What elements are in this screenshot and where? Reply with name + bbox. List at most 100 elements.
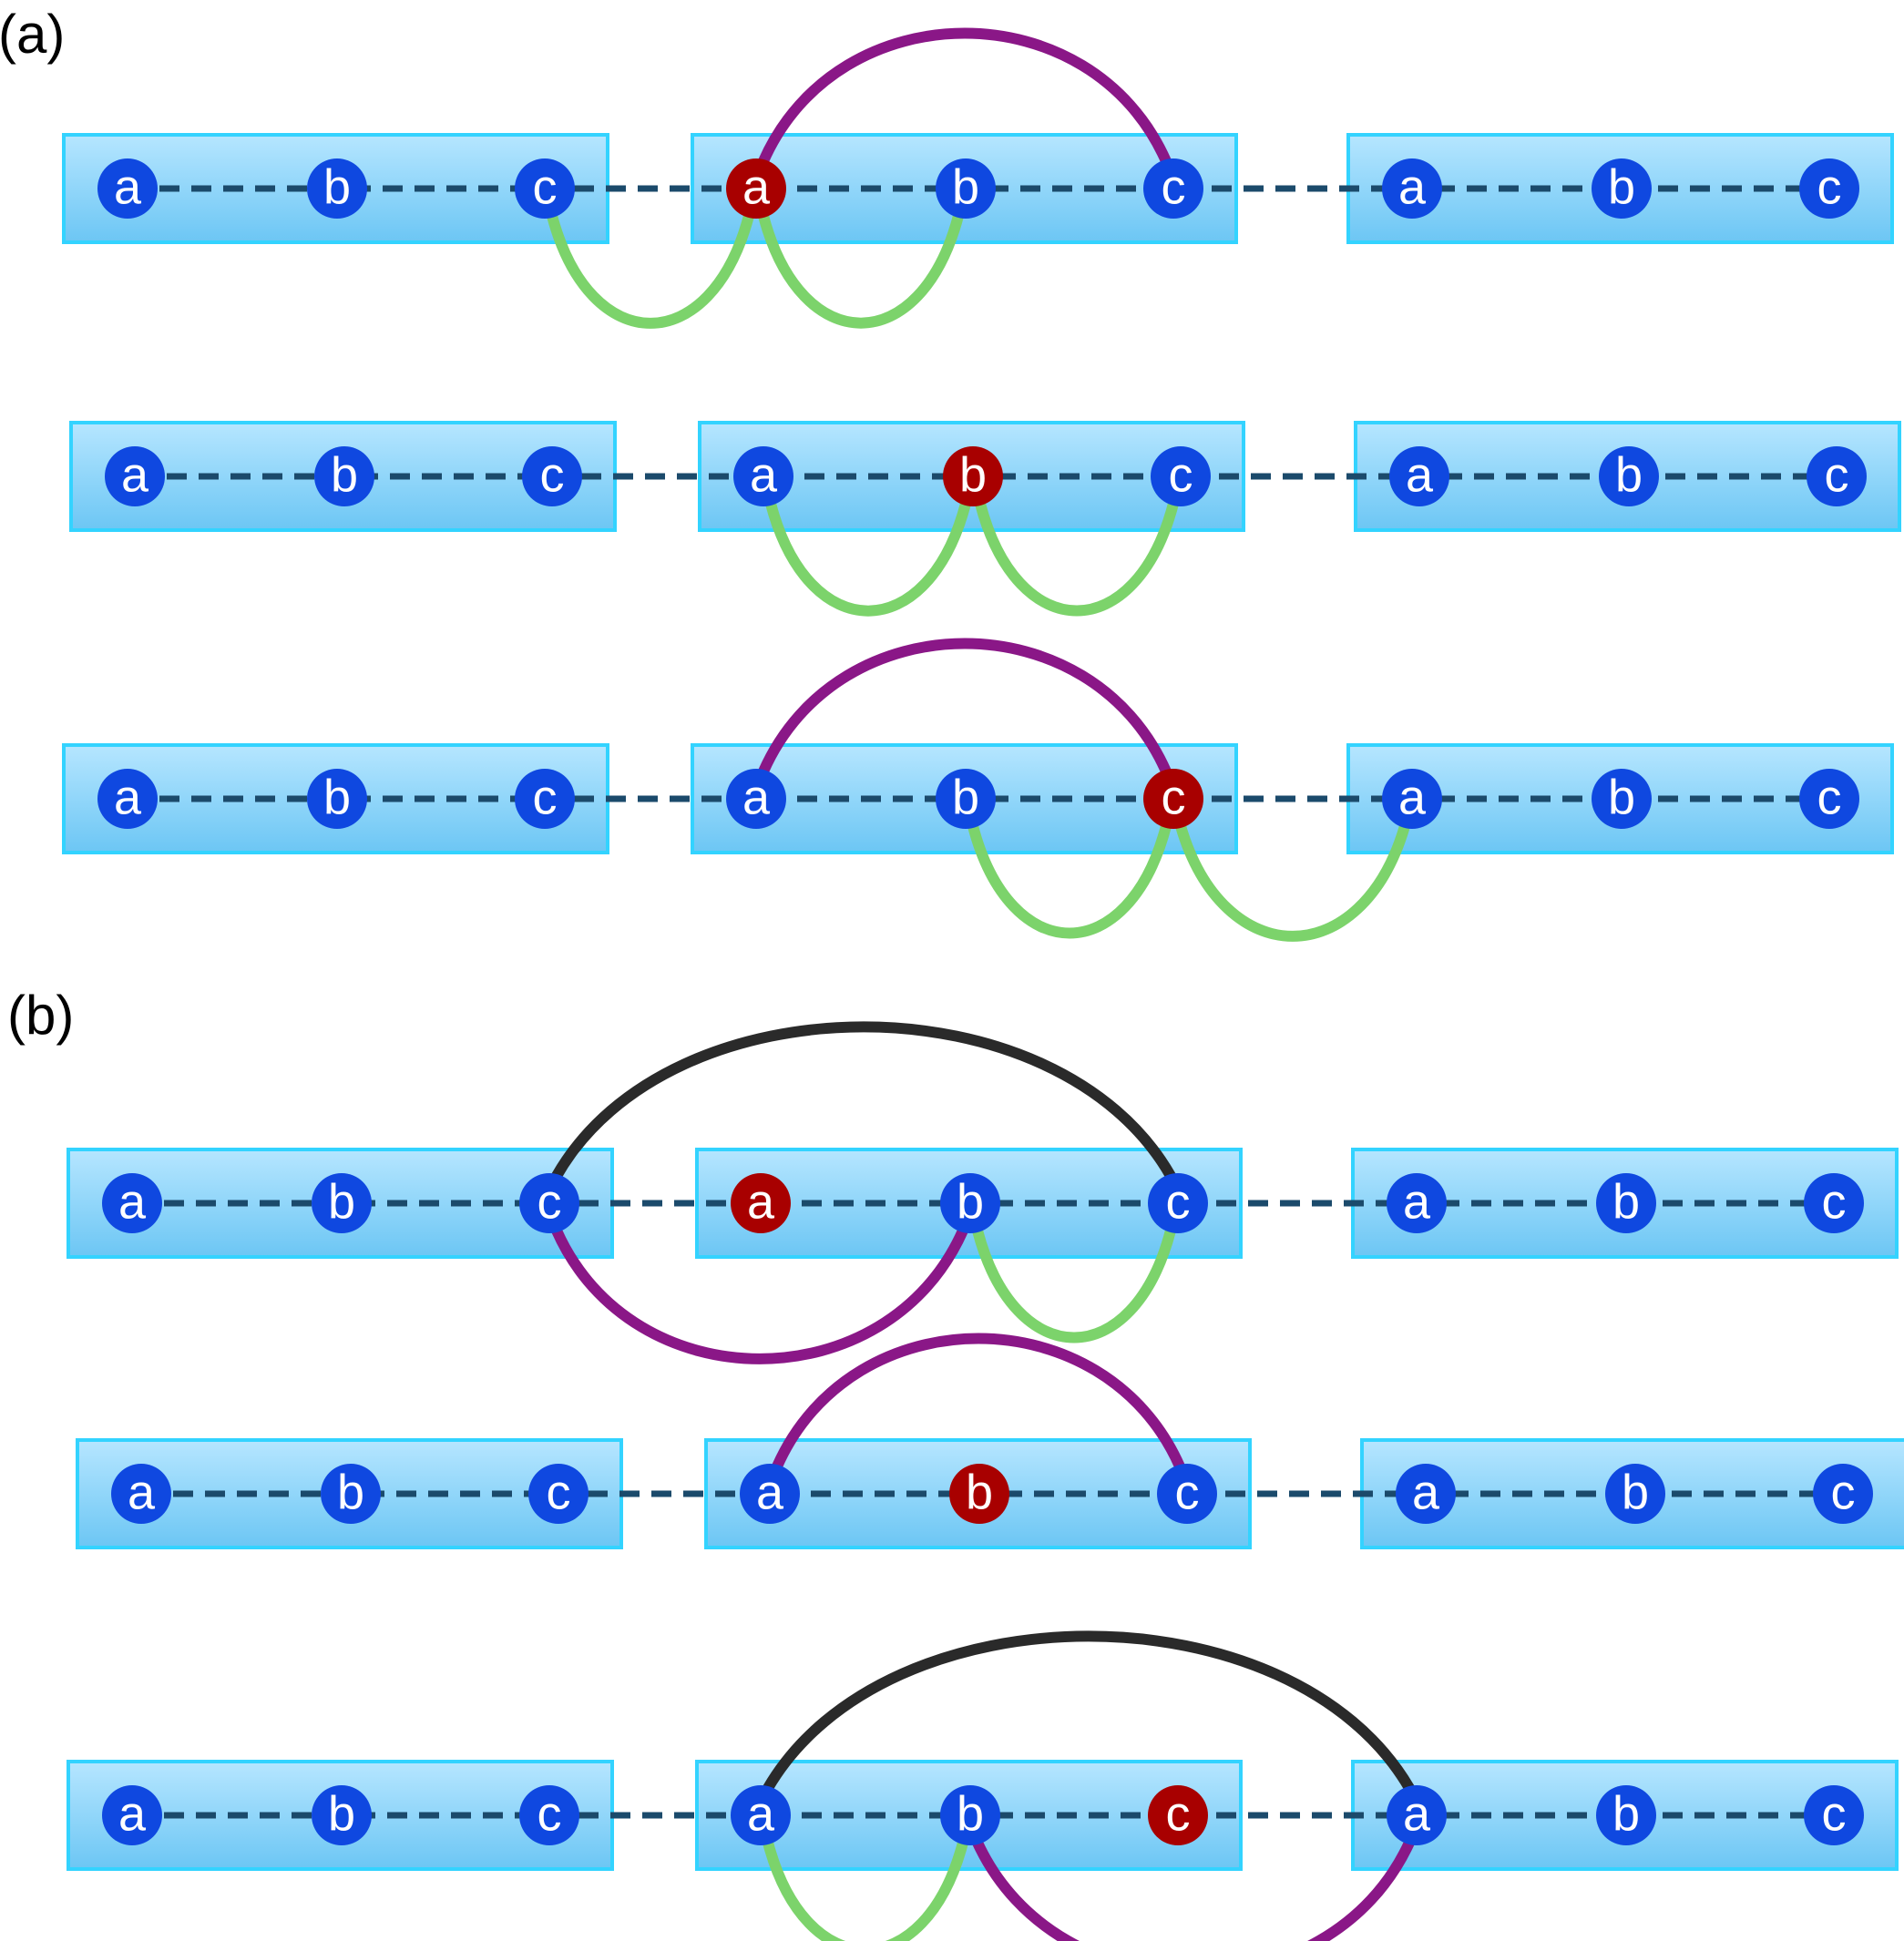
- site-node: [733, 446, 793, 506]
- interaction-arc-purple: [758, 638, 1172, 777]
- site-label: a: [118, 1174, 147, 1229]
- site-label: b: [1612, 1174, 1640, 1229]
- site-node: [528, 1464, 589, 1524]
- site-node-highlighted: [731, 1173, 791, 1233]
- site-label: b: [1615, 447, 1643, 502]
- site-node: [740, 1464, 800, 1524]
- site-label: b: [952, 159, 979, 214]
- site-label: b: [331, 447, 358, 502]
- interaction-arc-green: [975, 498, 1179, 617]
- site-node: [321, 1464, 381, 1524]
- site-label: c: [537, 1174, 562, 1229]
- site-node: [1387, 1173, 1447, 1233]
- site-label: a: [750, 447, 778, 502]
- site-node: [519, 1785, 579, 1845]
- site-node: [1151, 446, 1211, 506]
- site-label: b: [1612, 1786, 1640, 1841]
- site-label: a: [742, 159, 771, 214]
- site-label: c: [533, 770, 558, 824]
- interaction-arc-purple: [972, 1837, 1415, 1941]
- site-node: [1799, 769, 1859, 829]
- site-node: [307, 158, 367, 219]
- site-node: [1382, 769, 1442, 829]
- site-node: [1389, 446, 1449, 506]
- site-node: [522, 446, 582, 506]
- site-node: [1157, 1464, 1217, 1524]
- site-label: a: [1403, 1786, 1431, 1841]
- site-node: [1804, 1785, 1864, 1845]
- site-node: [515, 158, 575, 219]
- site-label: b: [328, 1786, 355, 1841]
- site-node: [519, 1173, 579, 1233]
- site-label: a: [1398, 159, 1427, 214]
- site-label: b: [959, 447, 987, 502]
- site-label: a: [742, 770, 771, 824]
- site-label: b: [952, 770, 979, 824]
- site-node: [97, 158, 158, 219]
- site-label: a: [1412, 1465, 1440, 1519]
- site-label: b: [1622, 1465, 1649, 1519]
- panel-label-b: (b): [7, 985, 74, 1046]
- site-label: a: [118, 1786, 147, 1841]
- interaction-arc-green: [765, 498, 971, 617]
- interaction-arc-green: [547, 210, 754, 329]
- site-node: [940, 1785, 1000, 1845]
- site-node: [1599, 446, 1659, 506]
- site-label: c: [540, 447, 565, 502]
- site-label: b: [957, 1786, 984, 1841]
- site-node: [1605, 1464, 1665, 1524]
- panel-label-a: (a): [0, 4, 65, 65]
- site-node: [105, 446, 165, 506]
- site-label: c: [1822, 1786, 1847, 1841]
- site-node: [726, 769, 786, 829]
- site-label: b: [957, 1174, 984, 1229]
- interaction-arc-green: [763, 1837, 968, 1941]
- interaction-arc-green: [972, 1225, 1176, 1343]
- site-label: a: [1406, 447, 1434, 502]
- site-label: a: [114, 159, 142, 214]
- interaction-arc-green: [967, 821, 1172, 939]
- site-node: [936, 158, 996, 219]
- site-node: [111, 1464, 171, 1524]
- site-label: b: [1608, 159, 1635, 214]
- site-label: a: [747, 1786, 775, 1841]
- site-node-highlighted: [726, 158, 786, 219]
- site-node: [307, 769, 367, 829]
- site-node-highlighted: [943, 446, 1003, 506]
- site-node: [312, 1173, 372, 1233]
- site-label: c: [1162, 770, 1186, 824]
- site-node: [936, 769, 996, 829]
- interaction-arc-green: [1175, 821, 1410, 942]
- site-label: c: [537, 1786, 562, 1841]
- site-label: a: [114, 770, 142, 824]
- site-node: [314, 446, 374, 506]
- interaction-arc-green: [758, 210, 964, 329]
- site-node: [1596, 1785, 1656, 1845]
- site-node-highlighted: [1143, 769, 1203, 829]
- site-node: [312, 1785, 372, 1845]
- site-label: a: [121, 447, 149, 502]
- site-label: b: [1608, 770, 1635, 824]
- site-label: c: [1166, 1786, 1191, 1841]
- site-node: [102, 1785, 162, 1845]
- site-node: [1387, 1785, 1447, 1845]
- site-node: [515, 769, 575, 829]
- interaction-arc-purple: [551, 1225, 968, 1364]
- site-node: [731, 1785, 791, 1845]
- site-label: c: [533, 159, 558, 214]
- site-node: [97, 769, 158, 829]
- site-label: c: [1817, 770, 1842, 824]
- site-label: a: [747, 1174, 775, 1229]
- site-label: b: [337, 1465, 364, 1519]
- site-node: [1813, 1464, 1873, 1524]
- site-node-highlighted: [1148, 1785, 1208, 1845]
- site-node: [1382, 158, 1442, 219]
- site-node: [1807, 446, 1867, 506]
- site-node: [1596, 1173, 1656, 1233]
- site-node: [1799, 158, 1859, 219]
